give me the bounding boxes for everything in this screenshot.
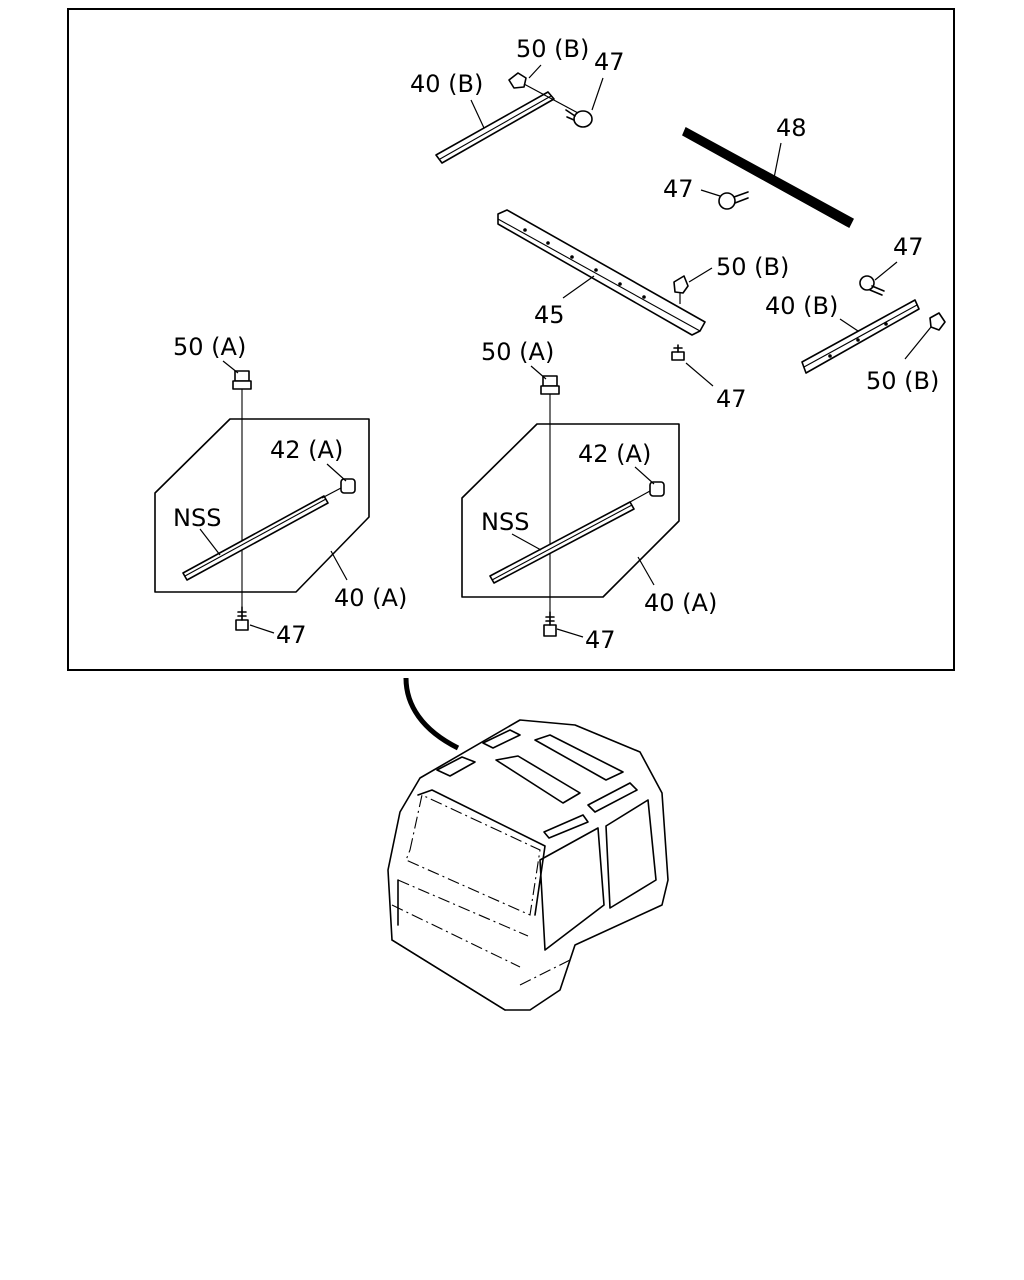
screw-47-right (859, 275, 885, 296)
left-clip-50a (232, 370, 252, 390)
callout-arrow (403, 677, 460, 751)
mid-clip-50a (540, 375, 560, 395)
roof-rail-rear-left (435, 91, 555, 164)
label-47-top: 47 (594, 48, 625, 76)
label-50a-mid: 50 (A) (481, 338, 554, 366)
label-50b-rail45: 50 (B) (716, 253, 789, 281)
screw-47-top (565, 109, 593, 128)
label-47-moulding: 47 (663, 175, 694, 203)
diagram-frame (67, 8, 955, 671)
label-50b-right: 50 (B) (866, 367, 939, 395)
leader-lines (199, 64, 932, 638)
label-47-mid: 47 (585, 626, 616, 654)
clip-50b-right (929, 312, 946, 331)
mid-screw-47 (543, 611, 557, 637)
label-40a-mid: 40 (A) (644, 589, 717, 617)
clip-50b-top (508, 72, 579, 114)
screw-47-moulding (718, 191, 749, 210)
label-nss-left: NSS (173, 504, 221, 532)
label-42a-left: 42 (A) (270, 436, 343, 464)
label-47-rail45: 47 (716, 385, 747, 413)
screw-47-rail45 (671, 344, 685, 361)
label-50a-left: 50 (A) (173, 333, 246, 361)
roof-moulding-48 (682, 126, 854, 229)
label-47-right: 47 (893, 233, 924, 261)
mid-end-cap-42a (629, 481, 665, 503)
left-end-cap-42a (321, 478, 356, 499)
mid-rail-40a (489, 501, 635, 584)
label-nss-mid: NSS (481, 508, 529, 536)
label-48: 48 (776, 114, 807, 142)
label-45: 45 (534, 301, 565, 329)
label-40b-top: 40 (B) (410, 70, 483, 98)
label-47-left: 47 (276, 621, 307, 649)
vehicle-illustration (387, 719, 669, 1011)
left-rail-40a (182, 495, 329, 581)
label-50b-top: 50 (B) (516, 35, 589, 63)
label-group: 40 (B) 50 (B) 47 48 47 45 50 (B) 47 47 4… (173, 35, 939, 654)
left-screw-47 (235, 606, 249, 631)
mid-detail-outline (461, 423, 680, 598)
roof-rail-rear-right (801, 299, 920, 374)
label-40a-left: 40 (A) (334, 584, 407, 612)
left-detail-outline (154, 418, 370, 593)
clip-50b-rail45 (673, 275, 689, 304)
roof-rail-45 (497, 209, 706, 336)
label-40b-right: 40 (B) (765, 292, 838, 320)
label-42a-mid: 42 (A) (578, 440, 651, 468)
